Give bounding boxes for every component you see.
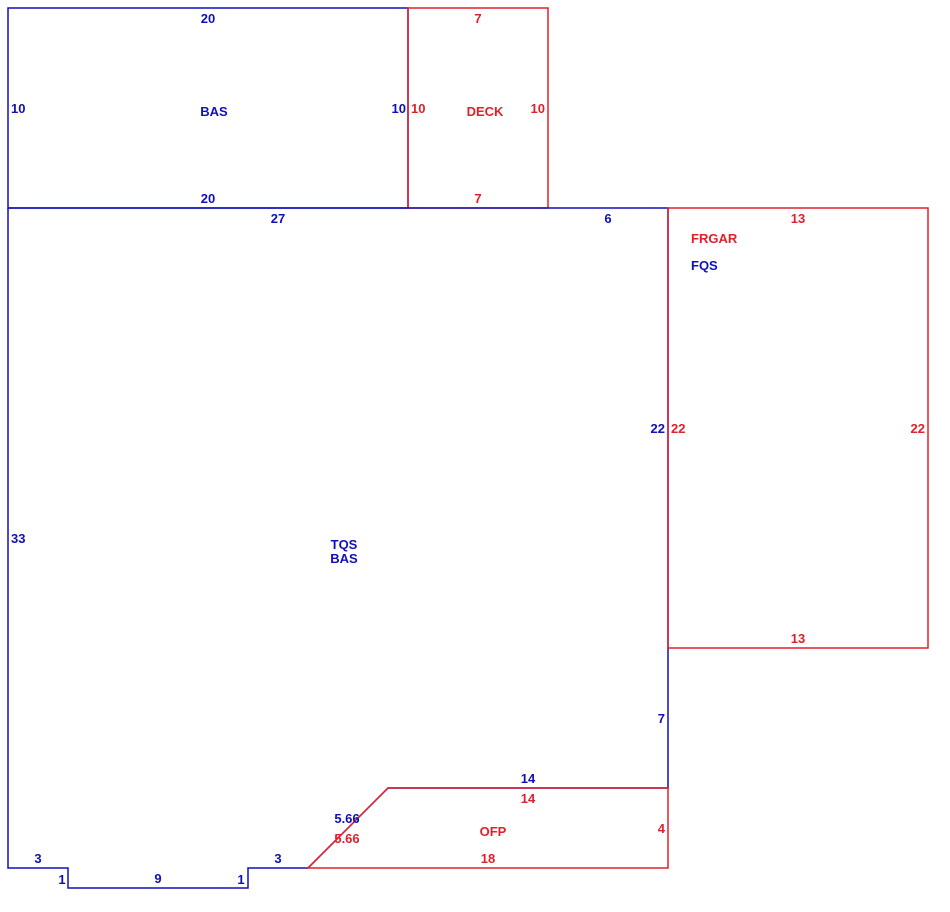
dim-porch-bottom: 18 bbox=[481, 851, 495, 866]
dim-main-top-right: 6 bbox=[604, 211, 611, 226]
dim-main-top-left: 27 bbox=[271, 211, 285, 226]
dim-main-diagonal: 5.66 bbox=[334, 811, 359, 826]
dim-main-porch-top: 14 bbox=[521, 771, 536, 786]
bas-upper-label: BAS bbox=[200, 104, 228, 119]
dim-notch-right: 1 bbox=[237, 872, 244, 887]
dim-notch-left: 1 bbox=[58, 872, 65, 887]
dim-garage-bottom: 13 bbox=[791, 631, 805, 646]
porch-label: OFP bbox=[480, 824, 507, 839]
dim-garage-top: 13 bbox=[791, 211, 805, 226]
dim-garage-left: 22 bbox=[671, 421, 685, 436]
dim-notch-bottom: 9 bbox=[154, 871, 161, 886]
dim-main-left: 33 bbox=[11, 531, 25, 546]
deck-label: DECK bbox=[467, 104, 504, 119]
dim-main-bottom-left: 3 bbox=[34, 851, 41, 866]
garage-label-frgar: FRGAR bbox=[691, 231, 738, 246]
porch-outline bbox=[306, 787, 669, 869]
dim-deck-left: 10 bbox=[411, 101, 425, 116]
main-label-tqs: TQS bbox=[331, 537, 358, 552]
dim-bas-upper-bottom: 20 bbox=[201, 191, 215, 206]
dim-porch-top: 14 bbox=[521, 791, 536, 806]
dim-bas-upper-right: 10 bbox=[392, 101, 406, 116]
garage-outline bbox=[667, 207, 929, 649]
dim-porch-right: 4 bbox=[658, 821, 666, 836]
dim-garage-right: 22 bbox=[911, 421, 925, 436]
dim-deck-bottom: 7 bbox=[474, 191, 481, 206]
dim-main-right-upper: 22 bbox=[651, 421, 665, 436]
dim-main-bottom-right: 3 bbox=[274, 851, 281, 866]
dim-deck-top: 7 bbox=[474, 11, 481, 26]
dim-bas-upper-top: 20 bbox=[201, 11, 215, 26]
dim-bas-upper-left: 10 bbox=[11, 101, 25, 116]
garage-label-fqs: FQS bbox=[691, 258, 718, 273]
main-label-bas: BAS bbox=[330, 551, 358, 566]
dim-porch-diagonal: 5.66 bbox=[334, 831, 359, 846]
dim-main-right-lower: 7 bbox=[658, 711, 665, 726]
dim-deck-right: 10 bbox=[531, 101, 545, 116]
